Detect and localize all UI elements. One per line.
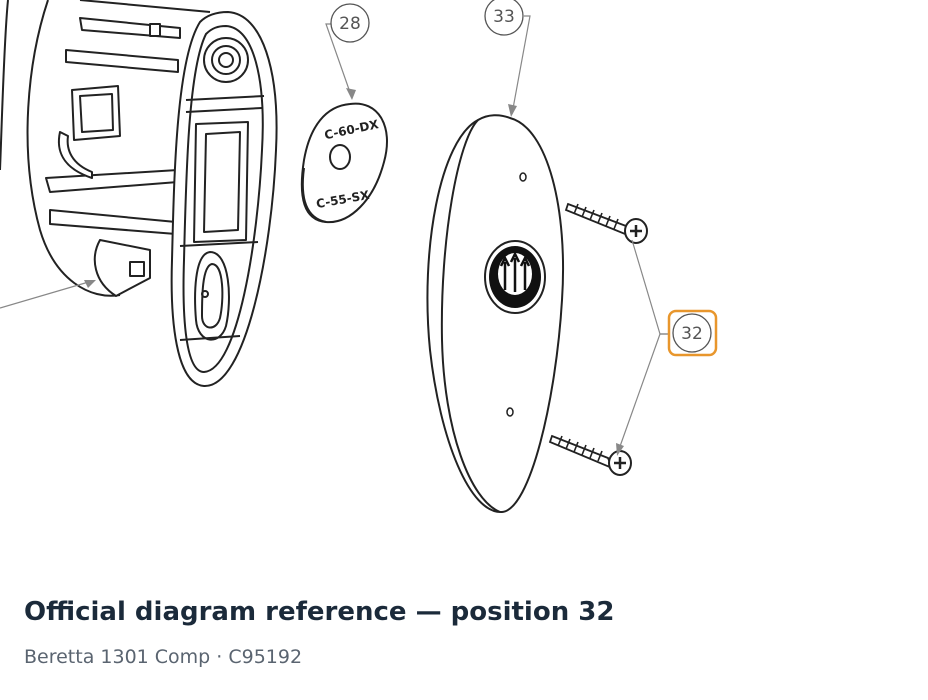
callout-28[interactable]: 28	[330, 3, 370, 43]
left-leader-line	[0, 280, 96, 309]
callout-33-label: 33	[493, 7, 515, 27]
screw-lower	[548, 434, 632, 476]
brand-logo-emblem	[484, 240, 546, 314]
exploded-parts-diagram: C-60-DX C-55-SX	[0, 0, 718, 514]
spacer-part: C-60-DX C-55-SX	[300, 102, 388, 224]
leader-lines	[325, 15, 670, 456]
callout-33[interactable]: 33	[484, 0, 524, 36]
caption: Official diagram reference — position 32…	[24, 592, 904, 670]
recoil-pad-part	[426, 114, 565, 514]
callout-32-label: 32	[681, 324, 703, 344]
callout-28-label: 28	[339, 14, 361, 34]
highlight-box	[667, 309, 718, 357]
stock-adapter-part	[0, 0, 278, 388]
callout-32[interactable]: 32	[667, 309, 718, 357]
caption-title: Official diagram reference — position 32	[24, 597, 615, 627]
caption-subtitle: Beretta 1301 Comp · C95192	[24, 646, 303, 668]
screw-upper	[564, 202, 648, 244]
